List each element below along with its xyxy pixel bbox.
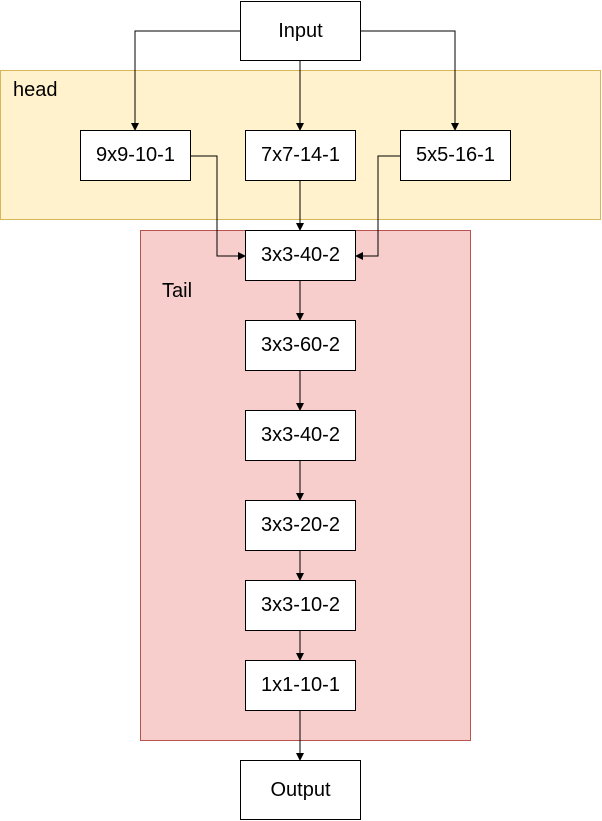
output-node: Output — [240, 760, 361, 820]
conv-5x5-node: 5x5-16-1 — [400, 130, 511, 181]
head-region-label: head — [13, 79, 58, 101]
edge-5x5-to-tail1 — [355, 155, 400, 260]
tail-node-5: 3x3-10-2 — [245, 580, 356, 631]
edge-9x9-to-tail1 — [190, 155, 246, 260]
tail-node-6: 1x1-10-1 — [245, 660, 356, 711]
edge-input-to-9x9 — [131, 30, 240, 131]
tail-region — [140, 230, 471, 741]
tail-node-1: 3x3-40-2 — [245, 230, 356, 281]
input-node: Input — [240, 1, 361, 61]
conv-7x7-node: 7x7-14-1 — [245, 130, 356, 181]
edge-input-to-5x5 — [360, 30, 459, 131]
tail-node-4: 3x3-20-2 — [245, 500, 356, 551]
tail-node-3: 3x3-40-2 — [245, 410, 356, 461]
tail-node-2: 3x3-60-2 — [245, 320, 356, 371]
conv-9x9-node: 9x9-10-1 — [80, 130, 191, 181]
tail-region-label: Tail — [162, 280, 193, 302]
